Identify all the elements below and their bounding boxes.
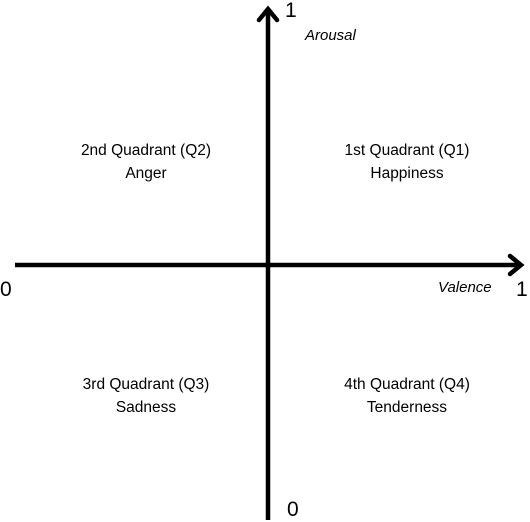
valence-axis-label: Valence [438, 279, 492, 296]
quadrant-q3-label: 3rd Quadrant (Q3) Sadness [46, 373, 246, 419]
arousal-axis-arrowhead [256, 5, 280, 23]
quadrant-q1-label: 1st Quadrant (Q1) Happiness [307, 139, 507, 185]
arousal-axis-label: Arousal [305, 27, 356, 44]
quadrant-q4-label: 4th Quadrant (Q4) Tenderness [307, 373, 507, 419]
arousal-min-label: 0 [287, 498, 299, 521]
quadrant-q4-emotion: Tenderness [366, 399, 448, 416]
valence-max-label: 1 [516, 278, 528, 301]
quadrant-q2-emotion: Anger [125, 165, 167, 182]
arousal-max-label: 1 [285, 0, 297, 22]
valence-min-label: 0 [0, 278, 12, 301]
quadrant-q2-title: 2nd Quadrant (Q2) [80, 142, 212, 159]
quadrant-q1-emotion: Happiness [370, 165, 444, 182]
quadrant-q3-emotion: Sadness [115, 399, 177, 416]
quadrant-q4-title: 4th Quadrant (Q4) [344, 376, 470, 393]
valence-axis-arrowhead [507, 253, 525, 277]
quadrant-q1-title: 1st Quadrant (Q1) [344, 142, 470, 159]
quadrant-q3-title: 3rd Quadrant (Q3) [82, 376, 210, 393]
quadrant-q2-label: 2nd Quadrant (Q2) Anger [46, 139, 246, 185]
